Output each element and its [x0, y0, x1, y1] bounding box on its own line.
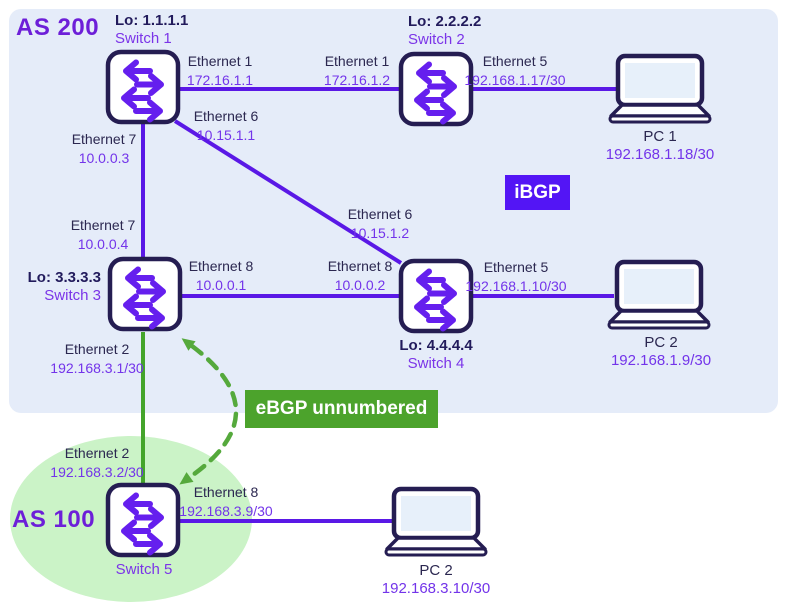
port-ip: 10.0.0.3: [78, 150, 130, 166]
switch3-icon: [107, 256, 183, 337]
switch5-label: Switch 5: [79, 561, 209, 579]
pc1-laptop-icon: [608, 53, 712, 130]
port-name: Ethernet 6: [347, 206, 413, 222]
interface-label-sw2-e1: Ethernet 1 172.16.1.2: [292, 52, 422, 90]
pc1-ip: 192.168.1.18/30: [605, 146, 715, 163]
pc2-bottom-ip: 192.168.3.10/30: [381, 580, 491, 597]
port-ip: 172.16.1.2: [323, 72, 391, 88]
switch1-icon: [105, 49, 181, 130]
port-name: Ethernet 8: [188, 258, 254, 274]
port-ip: 192.168.1.17/30: [464, 72, 566, 88]
switch2-label: Lo: 2.2.2.2 Switch 2: [408, 13, 481, 49]
port-name: Ethernet 8: [193, 484, 259, 500]
port-ip: 192.168.3.2/30: [50, 464, 144, 480]
switch2-icon: [398, 51, 474, 132]
port-name: Ethernet 6: [193, 108, 259, 124]
switch2-name: Switch 2: [408, 31, 465, 48]
port-ip: 10.15.1.2: [350, 225, 410, 241]
ibgp-badge: iBGP: [505, 175, 570, 210]
as100-label: AS 100: [12, 506, 96, 533]
pc2-bottom-label: PC 2 192.168.3.10/30: [371, 562, 501, 598]
interface-label-sw4-e6: Ethernet 6 10.15.1.2: [315, 205, 445, 243]
pc2-top-laptop-icon: [607, 259, 711, 336]
switch1-label: Lo: 1.1.1.1 Switch 1: [115, 12, 188, 48]
switch3-loopback: Lo: 3.3.3.3: [27, 269, 101, 286]
switch4-name: Switch 4: [407, 355, 465, 372]
port-name: Ethernet 1: [187, 53, 253, 69]
switch3-label: Lo: 3.3.3.3 Switch 3: [11, 269, 101, 305]
interface-label-sw5-e8: Ethernet 8 192.168.3.9/30: [161, 483, 291, 521]
interface-label-sw1-e7: Ethernet 7 10.0.0.3: [39, 130, 169, 168]
port-ip: 172.16.1.1: [186, 72, 254, 88]
interface-label-sw1-e1: Ethernet 1 172.16.1.1: [155, 52, 285, 90]
ebgp-session-arc: [187, 343, 239, 480]
switch5-icon: [105, 482, 181, 563]
switch4-label: Lo: 4.4.4.4 Switch 4: [371, 337, 501, 373]
port-ip: 10.0.0.1: [195, 277, 247, 293]
arrowhead-to-switch5: [179, 472, 194, 485]
switch4-icon: [398, 258, 474, 339]
interface-label-sw4-e5: Ethernet 5 192.168.1.10/30: [451, 258, 581, 296]
switch2-loopback: Lo: 2.2.2.2: [408, 13, 482, 30]
ebgp-unnumbered-badge: eBGP unnumbered: [245, 390, 438, 428]
interface-label-sw3-e7: Ethernet 7 10.0.0.4: [38, 216, 168, 254]
switch3-name: Switch 3: [44, 287, 101, 304]
pc1-label: PC 1 192.168.1.18/30: [595, 128, 725, 164]
pc2-bottom-laptop-icon: [384, 486, 488, 563]
interface-label-sw4-e8: Ethernet 8 10.0.0.2: [295, 257, 425, 295]
port-name: Ethernet 2: [64, 341, 130, 357]
port-ip: 192.168.3.9/30: [179, 503, 273, 519]
port-name: Ethernet 8: [327, 258, 393, 274]
interface-label-sw3-e2: Ethernet 2 192.168.3.1/30: [32, 340, 162, 378]
pc2-top-label: PC 2 192.168.1.9/30: [596, 334, 726, 370]
port-name: Ethernet 5: [482, 53, 548, 69]
port-ip: 192.168.1.10/30: [465, 278, 567, 294]
interface-label-sw2-e5: Ethernet 5 192.168.1.17/30: [450, 52, 580, 90]
link-sw1-sw4: [173, 119, 403, 265]
pc2-top-name: PC 2: [644, 334, 678, 351]
port-ip: 192.168.3.1/30: [50, 360, 144, 376]
interface-label-sw1-e6: Ethernet 6 10.15.1.1: [161, 107, 291, 145]
pc2-bottom-name: PC 2: [419, 562, 453, 579]
interface-label-sw5-e2: Ethernet 2 192.168.3.2/30: [32, 444, 162, 482]
switch4-loopback: Lo: 4.4.4.4: [399, 337, 473, 354]
interface-label-sw3-e8: Ethernet 8 10.0.0.1: [156, 257, 286, 295]
switch1-name: Switch 1: [115, 30, 172, 47]
port-ip: 10.0.0.4: [77, 236, 129, 252]
arrowhead-to-switch3: [181, 338, 196, 351]
as200-label: AS 200: [16, 14, 100, 41]
port-name: Ethernet 7: [71, 131, 137, 147]
pc1-name: PC 1: [643, 128, 677, 145]
port-name: Ethernet 5: [483, 259, 549, 275]
pc2-top-ip: 192.168.1.9/30: [610, 352, 712, 369]
port-ip: 10.0.0.2: [334, 277, 386, 293]
port-name: Ethernet 1: [324, 53, 390, 69]
switch5-name: Switch 5: [115, 561, 173, 578]
port-ip: 10.15.1.1: [196, 127, 256, 143]
switch1-loopback: Lo: 1.1.1.1: [115, 12, 189, 29]
port-name: Ethernet 2: [64, 445, 130, 461]
port-name: Ethernet 7: [70, 217, 136, 233]
